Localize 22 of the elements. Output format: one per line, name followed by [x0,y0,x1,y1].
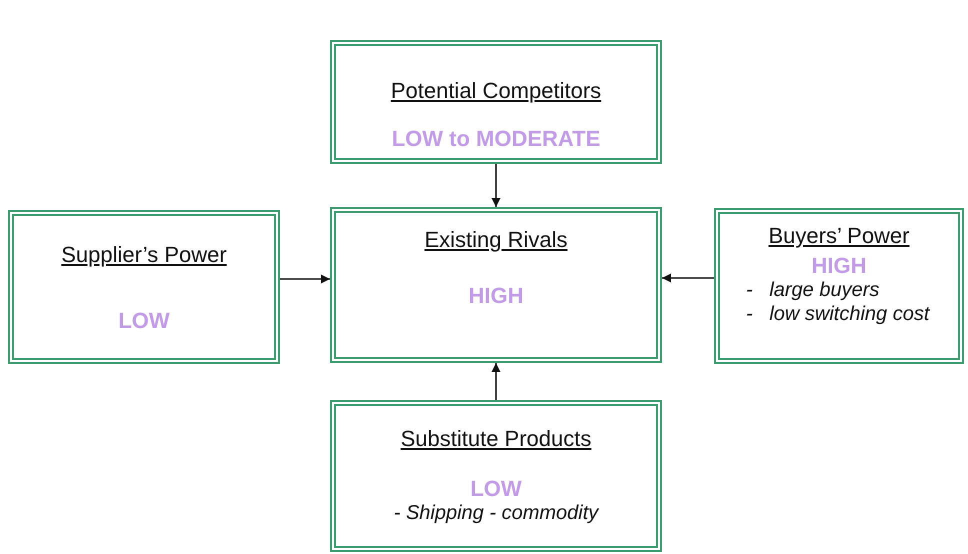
rating-text: LOW [470,476,522,502]
force-box [330,207,662,363]
force-box [8,210,280,364]
arrow [492,164,500,207]
force-box [714,208,964,364]
rating-text: LOW to MODERATE [392,126,600,152]
box-heading: Substitute Products [400,426,592,452]
force-box [330,40,662,164]
force-box [330,400,662,552]
box-heading: Buyers’ Power [768,224,910,248]
box-heading: Potential Competitors [390,78,602,104]
bullet-note: - large buyers [746,278,880,302]
box-heading: Existing Rivals [424,227,568,253]
rating-text: HIGH [468,283,524,309]
bullet-note: - low switching cost [746,302,930,326]
rating-text: HIGH [812,254,866,278]
rating-text: LOW [118,308,170,334]
arrow [662,274,714,282]
arrow [492,363,500,400]
box-heading: Supplier’s Power [61,242,227,268]
arrow [280,274,330,284]
bullet-note: - Shipping - commodity [394,502,598,525]
